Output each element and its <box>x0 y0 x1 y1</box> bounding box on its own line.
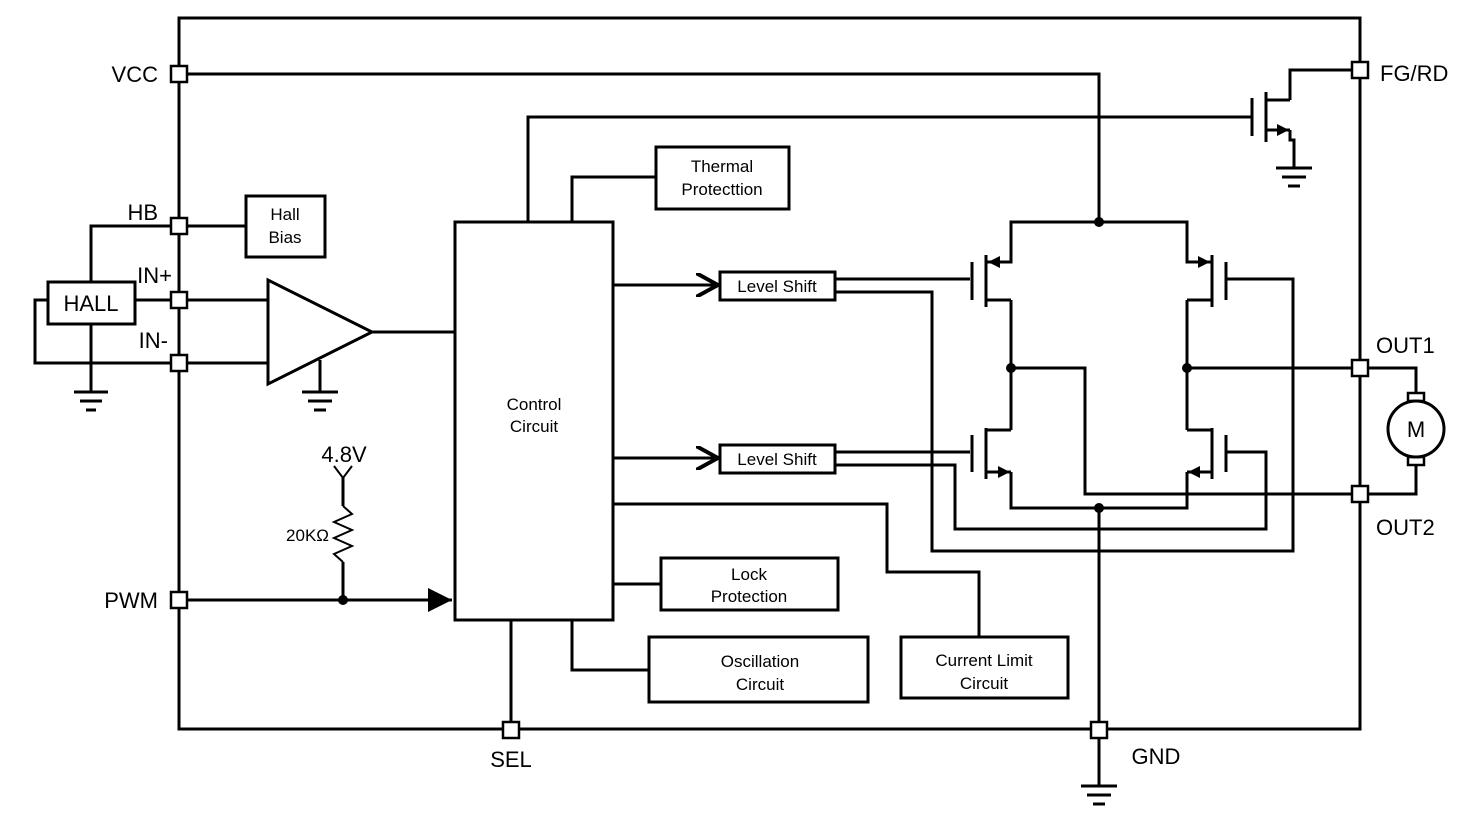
hb-label: HB <box>127 200 158 225</box>
hall-bias-label-1: Hall <box>270 205 299 224</box>
gnd-label: GND <box>1132 744 1181 769</box>
oscillation-label-2: Circuit <box>736 675 784 694</box>
level-shift-top-block: Level Shift <box>718 270 837 302</box>
pin-hb <box>169 216 189 236</box>
out2-label: OUT2 <box>1376 515 1435 540</box>
pin-out1 <box>1350 358 1370 378</box>
pin-fg-rd <box>1350 60 1370 80</box>
pin-squares <box>169 60 1370 740</box>
current-limit-label-2: Circuit <box>960 674 1008 693</box>
motor-label: M <box>1407 417 1425 442</box>
pin-in-minus <box>169 353 189 373</box>
vcc-label: VCC <box>112 62 159 87</box>
pullup-voltage-label: 4.8V <box>321 442 367 467</box>
level-shift-bottom-label: Level Shift <box>737 450 817 469</box>
ground-symbol-hall <box>74 390 108 412</box>
control-circuit-block: Control Circuit <box>453 220 615 622</box>
fg-rd-label: FG/RD <box>1380 61 1448 86</box>
current-limit-block: Current Limit Circuit <box>899 635 1070 700</box>
h-bridge <box>970 92 1290 479</box>
wires <box>33 68 1418 786</box>
pwm-label: PWM <box>104 588 158 613</box>
comparator <box>266 277 376 387</box>
level-shift-top-label: Level Shift <box>737 277 817 296</box>
pin-sel <box>501 720 521 740</box>
level-shift-bottom-block: Level Shift <box>718 443 837 475</box>
motor-symbol: M <box>1386 391 1446 467</box>
current-limit-label-1: Current Limit <box>935 651 1033 670</box>
pin-out2 <box>1350 484 1370 504</box>
junction-dots <box>338 217 1192 605</box>
mosfet-fg-rd <box>1250 92 1290 142</box>
resistor-label: 20KΩ <box>286 526 329 545</box>
thermal-label-1: Thermal <box>691 157 753 176</box>
thermal-label-2: Protecttion <box>681 180 762 199</box>
ground-symbol-comparator <box>302 390 338 412</box>
pin-in-plus <box>169 290 189 310</box>
lock-label-1: Lock <box>731 565 767 584</box>
sel-label: SEL <box>490 747 532 772</box>
ground-symbol-fg <box>1276 166 1312 188</box>
hall-bias-block: Hall Bias <box>244 194 327 259</box>
control-label-1: Control <box>507 395 562 414</box>
mosfet-top-right <box>1185 252 1228 307</box>
ic-boundary <box>177 16 1362 731</box>
pin-gnd <box>1089 720 1109 740</box>
out1-label: OUT1 <box>1376 333 1435 358</box>
oscillation-label-1: Oscillation <box>721 652 799 671</box>
pin-pwm <box>169 590 189 610</box>
hall-label: HALL <box>63 291 118 316</box>
lock-protection-block: Lock Protection <box>659 556 840 612</box>
thermal-protection-block: Thermal Protecttion <box>654 145 791 211</box>
pin-vcc <box>169 64 189 84</box>
mosfet-bottom-right <box>1187 428 1228 479</box>
hall-sensor-block: HALL <box>46 280 137 326</box>
in-minus-label: IN- <box>139 328 168 353</box>
lock-label-2: Protection <box>711 587 788 606</box>
oscillation-circuit-block: Oscillation Circuit <box>647 635 870 704</box>
pin-labels: VCC HB IN+ IN- PWM SEL GND FG/RD OUT1 OU… <box>104 61 1448 772</box>
in-plus-label: IN+ <box>137 263 172 288</box>
pullup-voltage-symbol <box>333 465 353 480</box>
mosfet-top-left <box>970 252 1013 307</box>
hall-bias-label-2: Bias <box>268 228 301 247</box>
mosfet-bottom-left <box>970 428 1011 479</box>
control-label-2: Circuit <box>510 417 558 436</box>
ground-symbol-gnd <box>1081 784 1117 806</box>
